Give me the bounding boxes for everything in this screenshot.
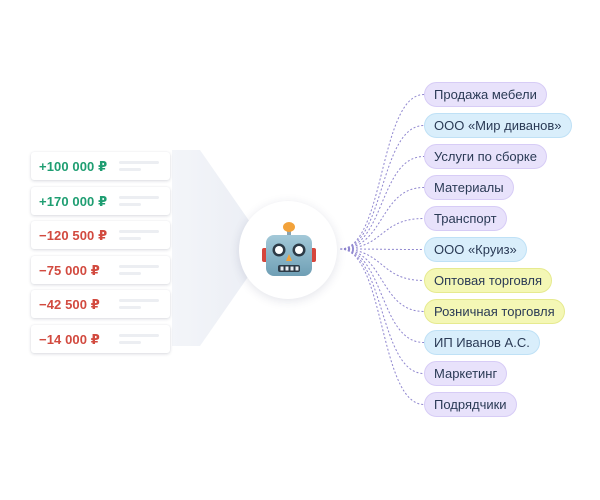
transaction-card: −14 000 ₽: [31, 324, 170, 353]
category-tag: Подрядчики: [424, 392, 517, 417]
transaction-card: −120 500 ₽: [31, 221, 170, 249]
connector-line: [339, 248, 425, 374]
placeholder-line: [119, 168, 141, 171]
placeholder-line: [119, 230, 159, 233]
connector-line: [339, 218, 425, 250]
placeholder-line: [119, 202, 141, 206]
connector-line: [339, 94, 425, 250]
connector-line: [339, 125, 425, 250]
placeholder-line: [119, 306, 141, 309]
placeholder-line: [119, 161, 159, 164]
placeholder-line: [119, 340, 141, 344]
connector-line: [339, 248, 425, 343]
category-tag: Розничная торговля: [424, 299, 565, 324]
connector-line: [339, 248, 425, 250]
transaction-amount: −120 500 ₽: [39, 228, 108, 243]
transaction-card: +100 000 ₽: [31, 152, 170, 180]
placeholder-line: [119, 299, 159, 302]
placeholder-line: [119, 195, 159, 199]
transaction-card: −75 000 ₽: [31, 255, 170, 284]
transaction-amount: −14 000 ₽: [39, 331, 100, 347]
placeholder-line: [119, 333, 159, 337]
category-tag: Транспорт: [424, 206, 507, 231]
category-tag: Маркетинг: [424, 361, 508, 386]
placeholder-line: [119, 237, 141, 240]
category-tag: ООО «Мир диванов»: [424, 113, 572, 138]
connector-line: [339, 187, 425, 250]
category-tag: Продажа мебели: [424, 82, 547, 107]
transaction-card: −42 500 ₽: [31, 290, 170, 318]
connector-line: [339, 248, 425, 312]
transaction-card: +170 000 ₽: [31, 186, 170, 215]
connector-line: [339, 248, 425, 281]
transaction-amount: +170 000 ₽: [39, 193, 108, 209]
transaction-amount: +100 000 ₽: [39, 159, 108, 174]
connector-line: [339, 156, 425, 250]
placeholder-line: [119, 264, 159, 268]
placeholder-line: [119, 271, 141, 275]
category-tag: ООО «Круиз»: [424, 237, 527, 262]
connector-line: [339, 248, 425, 405]
category-tag: ИП Иванов А.С.: [424, 330, 540, 355]
robot-face-icon: [262, 222, 316, 276]
category-tag: Оптовая торговля: [424, 268, 553, 293]
category-tag: Материалы: [424, 175, 514, 200]
transaction-list: +100 000 ₽ +170 000 ₽ −120 500 ₽ −75 000 ₽ −…: [31, 152, 171, 359]
transaction-amount: −42 500 ₽: [39, 297, 100, 312]
category-tag: Услуги по сборке: [424, 144, 547, 169]
transaction-amount: −75 000 ₽: [39, 262, 100, 278]
robot-circle: [239, 201, 337, 299]
